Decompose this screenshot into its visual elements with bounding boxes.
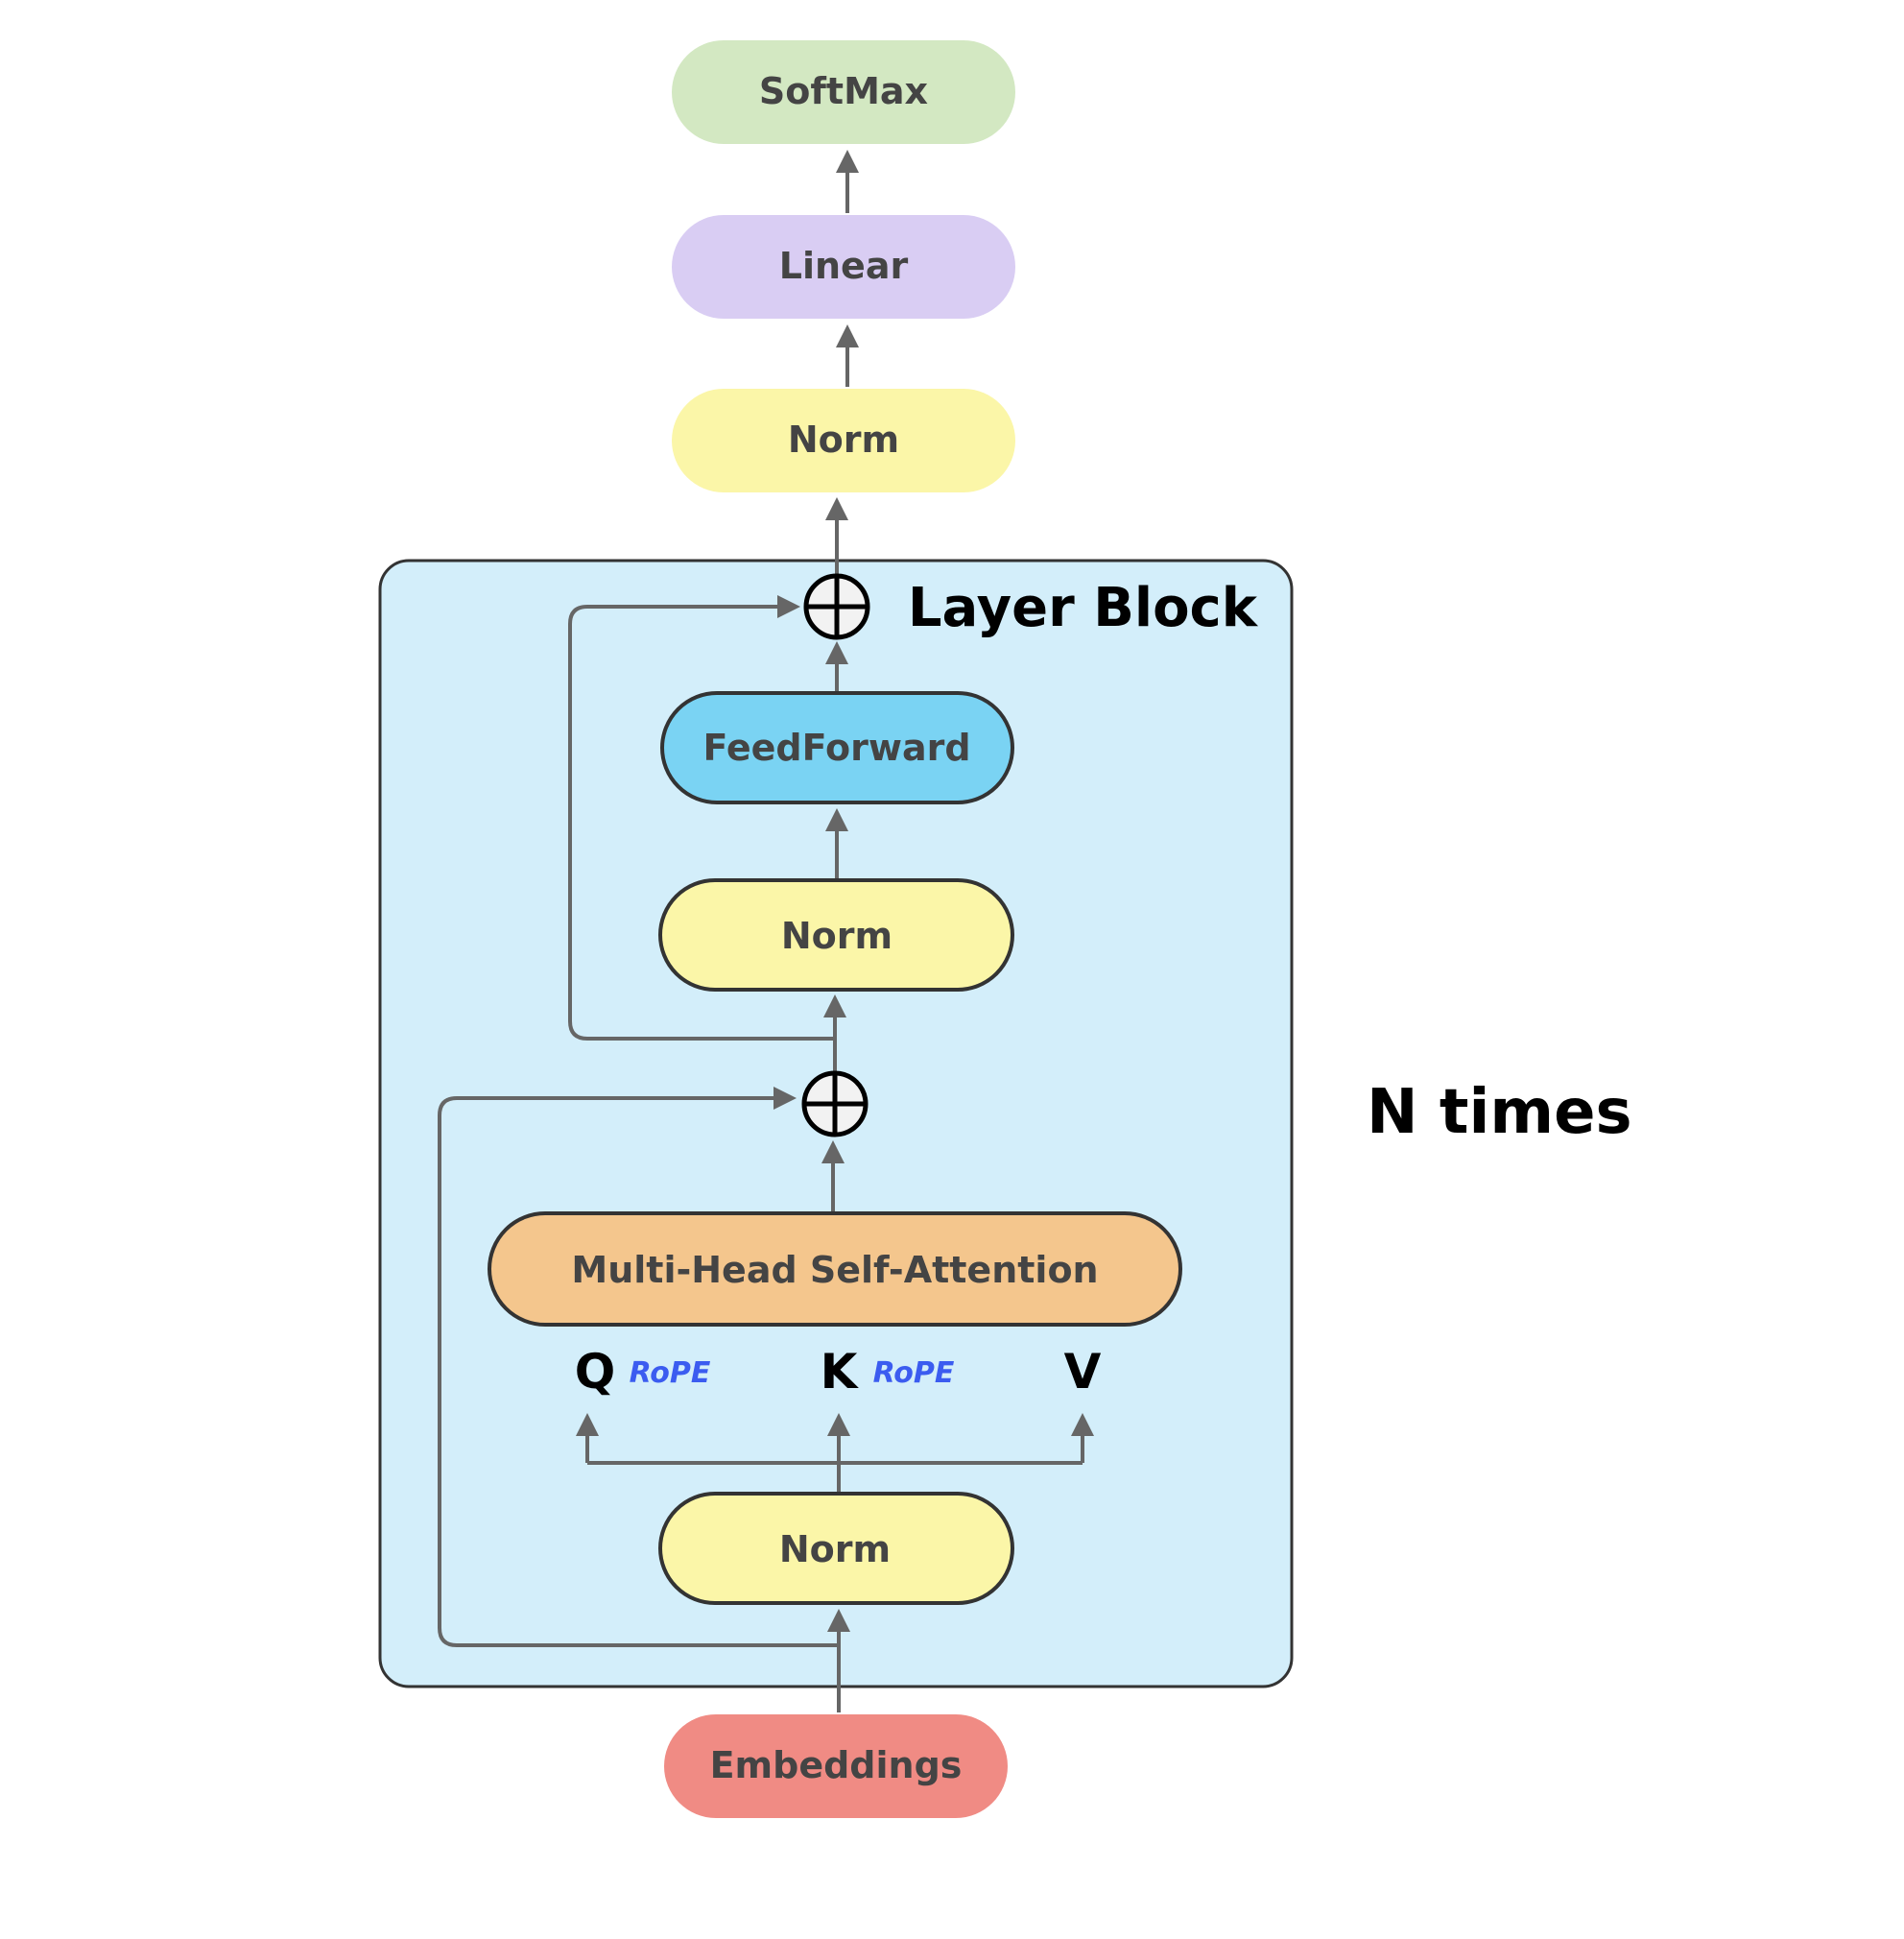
residual-path-upper [568,595,835,1041]
attn-norm-node [658,1492,1014,1605]
ffn-norm-label: Norm [781,915,892,957]
final-norm-node [672,389,1015,492]
attn-norm-label: Norm [779,1528,891,1570]
residual-path-lower [438,1087,837,1647]
attention-label: Multi-Head Self-Attention [571,1249,1098,1291]
attention-node [488,1211,1182,1327]
feedforward-label: FeedForward [702,727,970,769]
linear-label: Linear [779,245,909,287]
softmax-node [672,40,1015,144]
embeddings-label: Embeddings [710,1744,963,1786]
softmax-label: SoftMax [759,70,928,112]
embeddings-node [664,1714,1008,1818]
feedforward-node [660,691,1014,804]
rope-q-label: RoPE [630,1356,711,1390]
repeat-label: N times [1367,1077,1632,1148]
final-norm-label: Norm [788,419,899,461]
k-label: K [821,1344,860,1400]
ffn-norm-node [658,878,1014,992]
linear-node [672,215,1015,319]
v-label: V [1064,1344,1102,1400]
rope-k-label: RoPE [873,1356,955,1390]
layer-block-title: Layer Block [908,577,1259,639]
q-label: Q [575,1344,616,1400]
